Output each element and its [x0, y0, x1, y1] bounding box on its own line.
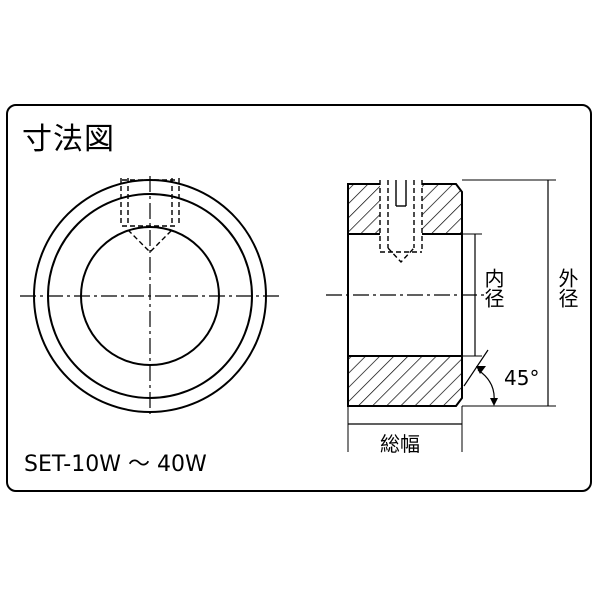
- drawing-frame: [6, 104, 592, 492]
- chamfer-angle-label: 45°: [504, 366, 540, 390]
- model-range-label: SET-10W ～ 40W: [24, 452, 207, 477]
- screw-tip: [387, 247, 415, 264]
- inner-diameter-label: 内径: [481, 268, 505, 308]
- chamfer-leader: [463, 349, 489, 387]
- outer-diameter-label: 外径: [555, 268, 579, 308]
- page-title: 寸法図: [22, 122, 115, 157]
- angle-arrow: [490, 398, 498, 406]
- set-screw: [380, 180, 422, 236]
- screw-tip-hidden: [127, 229, 173, 253]
- total-width-label: 総幅: [380, 432, 420, 456]
- bottom-section: [347, 355, 463, 407]
- angle-arrow: [476, 366, 486, 374]
- front-view: [20, 176, 282, 414]
- angle-arc: [477, 369, 495, 403]
- side-view: [326, 179, 556, 452]
